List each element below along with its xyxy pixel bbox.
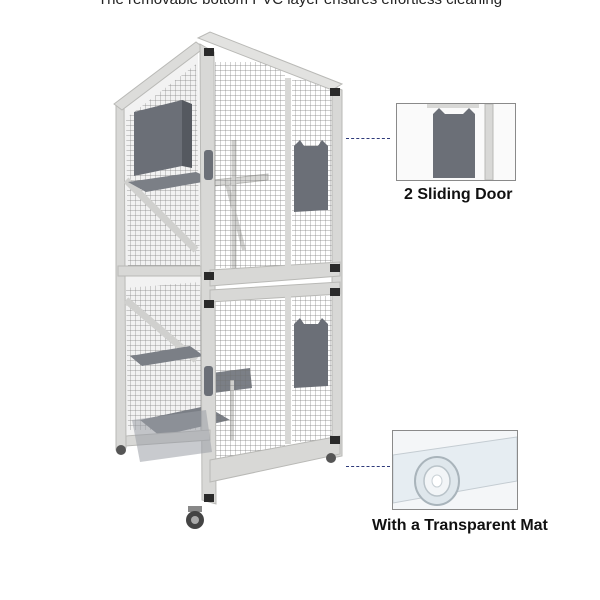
sliding-door-label: 2 Sliding Door xyxy=(404,186,513,203)
sliding-door-upper xyxy=(294,140,328,212)
hinges xyxy=(204,48,340,502)
door-handles xyxy=(204,150,213,396)
cage-left-side xyxy=(113,41,209,451)
leader-line-mat xyxy=(346,466,390,467)
headline: The removable bottom PVC layer ensures e… xyxy=(0,0,600,8)
upper-hideout-box xyxy=(134,100,192,176)
leader-line-door xyxy=(346,138,390,139)
transparent-mat-label: With a Transparent Mat xyxy=(372,517,548,534)
sliding-door-detail-image xyxy=(396,103,516,181)
transparent-mat-detail-image xyxy=(392,430,518,510)
sliding-door-lower xyxy=(294,318,328,388)
pvc-floor-tray xyxy=(132,410,212,462)
caster-wheels xyxy=(116,445,336,529)
